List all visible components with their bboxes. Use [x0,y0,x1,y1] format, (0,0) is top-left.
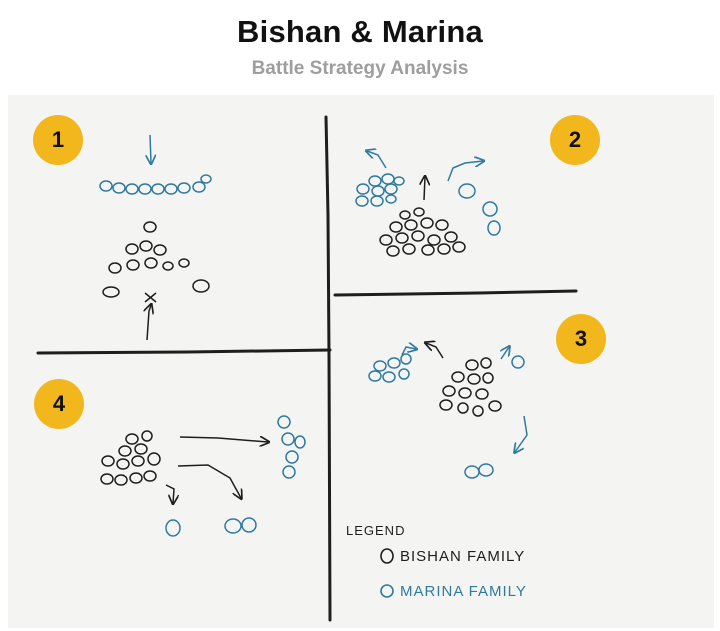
marina-family-group [165,415,306,537]
marina-family-group [355,151,501,236]
quadrant-dividers [36,115,578,622]
bishan-family-group [426,343,502,417]
legend: LEGEND BISHAN FAMILY MARINA FAMILY [346,523,527,600]
quadrant-1-sketch [99,134,212,341]
quadrant-2-sketch [355,151,501,257]
legend-heading: LEGEND [346,523,405,538]
quadrant-4-sketch [100,415,306,537]
bishan-family-group [102,221,210,341]
header: Bishan & Marina Battle Strategy Analysis [0,0,720,92]
legend-marina-label: MARINA FAMILY [400,583,527,600]
quadrant-3-sketch [368,343,528,479]
quadrant-badge-2: 2 [550,115,600,165]
bishan-family-group [379,177,466,257]
quadrant-badge-1: 1 [33,115,83,165]
quadrant-badge-3: 3 [556,314,606,364]
legend-bishan-label: BISHAN FAMILY [400,548,525,565]
marina-family-group [368,347,528,479]
sketch-canvas: LEGEND BISHAN FAMILY MARINA FAMILY [36,115,578,622]
whiteboard: LEGEND BISHAN FAMILY MARINA FAMILY 1 2 3… [8,95,714,628]
legend-marina-marker [380,584,394,598]
bishan-family-group [100,430,268,503]
marina-family-group [99,134,212,195]
page-title: Bishan & Marina [237,14,483,49]
page-subtitle: Battle Strategy Analysis [251,58,469,79]
quadrant-badge-4: 4 [34,379,84,429]
legend-bishan-marker [380,548,394,564]
